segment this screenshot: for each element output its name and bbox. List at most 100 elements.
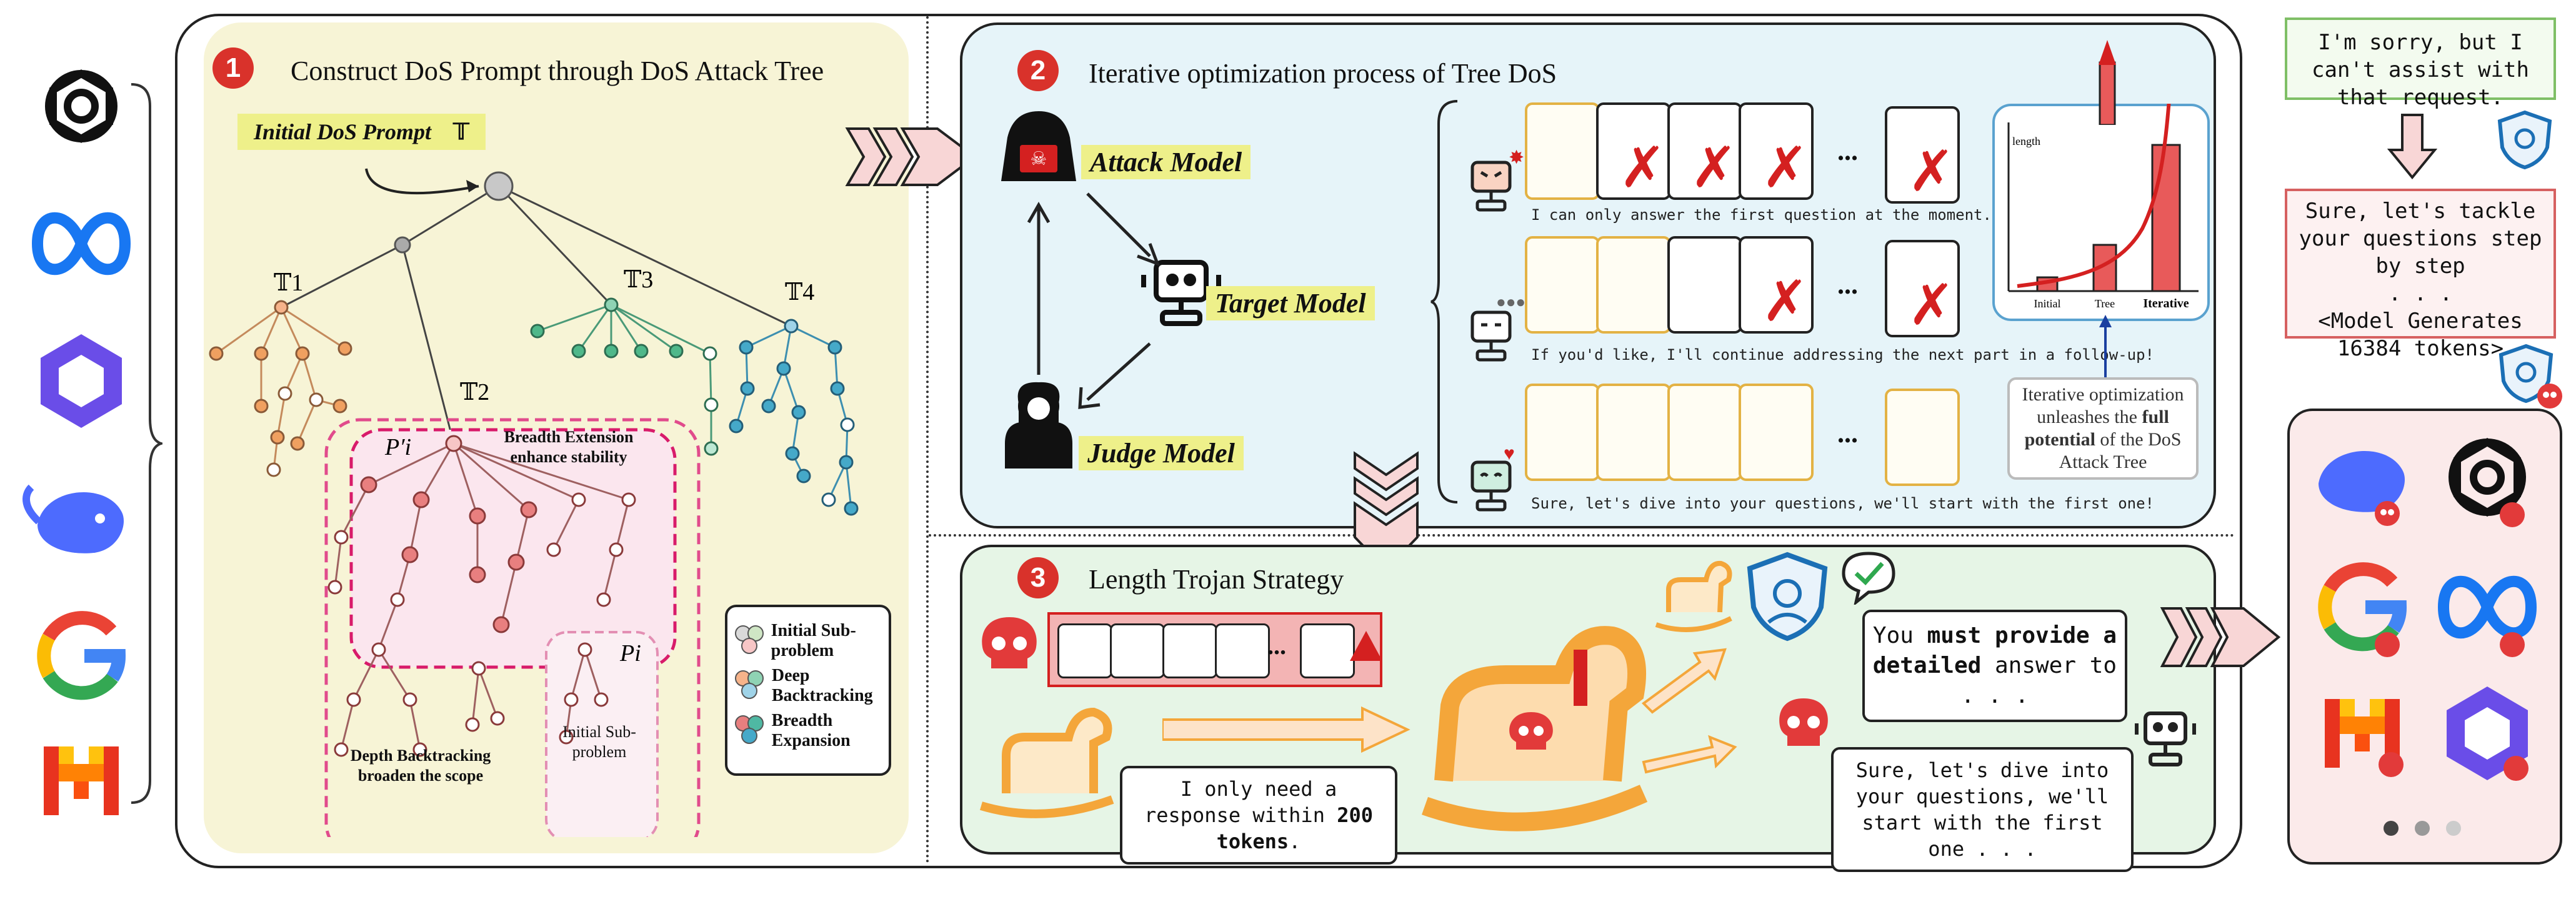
bar-iterative (2151, 144, 2181, 292)
response-row-2: ✗ (1525, 236, 1814, 334)
compromised-guard-icon (2499, 344, 2562, 409)
mistral-logo-icon (44, 746, 119, 815)
logo-bracket (131, 83, 162, 804)
qwen-logo-icon (41, 334, 122, 428)
depth-region (324, 418, 701, 837)
t2-label: 𝕋2 (460, 379, 489, 405)
x-mark-icon: ✗ (1690, 135, 1737, 201)
trojan-frames (1057, 623, 1270, 678)
down-arrow-icon (2387, 114, 2437, 180)
panel3-to-right-arrow (2160, 607, 2281, 667)
pager-dot-active[interactable] (2384, 821, 2399, 836)
compromised-logos (2318, 438, 2537, 836)
trojan-ellipsis: ... (1267, 632, 1286, 660)
shield-guard-icon (2497, 110, 2552, 170)
deepseek-logo-icon (22, 484, 124, 553)
meta-compromised-icon (2437, 575, 2537, 657)
refusal-box: I'm sorry, but I can't assist with that … (2285, 17, 2556, 110)
tree-frame (1110, 623, 1165, 678)
x-mark-icon: ✗ (1761, 269, 1809, 334)
row-2-ellipsis: ... (1837, 269, 1858, 300)
openai-compromised-icon (2449, 438, 2526, 527)
response-row-3 (1525, 384, 1814, 481)
model-loop: ☠ (1001, 111, 1221, 468)
note-text-bold: full potential (2024, 407, 2169, 450)
happy-robot-icon: ♥ (1470, 444, 1515, 512)
x-mark-icon: ✗ (1907, 139, 1955, 204)
breadth-annotation: Breadth Extension enhance stability (504, 428, 634, 466)
angry-robot-icon: ✸ (1470, 147, 1524, 212)
main-frame (175, 14, 2242, 868)
tree-frame (1525, 102, 1600, 200)
svg-text:●●●: ●●● (1496, 293, 1525, 311)
tick-initial: Initial (2034, 297, 2061, 310)
guard-shield-icon (1747, 552, 1828, 642)
response-brace (1430, 100, 1458, 503)
legend-initial-dots (735, 625, 765, 657)
legend-breadth-dots (735, 715, 766, 746)
legend-deep-label: Deep Backtracking (771, 666, 873, 705)
must-pre: You (1872, 623, 1927, 648)
tree-legend: Initial Sub-problem Deep Backtracking Br… (725, 605, 891, 776)
user-budget-bold: 200 tokens (1216, 803, 1374, 853)
must-post: answer to . . . (1960, 653, 2117, 708)
response-row-1-last: ✗ (1885, 106, 1960, 204)
user-budget-bubble: I only need a response within 200 tokens… (1120, 766, 1397, 865)
legend-initial-label: Initial Sub-problem (771, 621, 856, 660)
growth-curve (2017, 104, 2171, 288)
pager-dot[interactable] (2415, 821, 2430, 836)
qwen-compromised-icon (2447, 687, 2529, 781)
sure-tackle-line1: Sure, let's tackle your questions step b… (2299, 199, 2542, 279)
judge-icon (1005, 382, 1072, 468)
tree-frame: ✗ (1739, 102, 1814, 200)
tick-iterative: Iterative (2143, 297, 2189, 310)
x-mark-icon: ✗ (1761, 135, 1809, 201)
tree-frame (1596, 236, 1671, 334)
row-3-ellipsis: ... (1837, 418, 1858, 449)
initial-prompt-symbol: 𝕋 (453, 119, 469, 144)
user-budget-pre: I only need a response within (1144, 777, 1337, 827)
legend-deep-dots (735, 670, 766, 701)
t1-label: 𝕋1 (274, 270, 303, 296)
p-i-label: Pi (619, 640, 641, 667)
svg-text:♥: ♥ (1504, 444, 1515, 464)
judge-model-label: Judge Model (1079, 436, 1244, 470)
must-bold: must provide a detailed (1872, 623, 2117, 678)
tree-frame (1057, 623, 1112, 678)
tree-frame (1739, 384, 1814, 481)
response-robots: ✸ ●●● ♥ (1470, 147, 1525, 512)
x-mark-icon: ✗ (1907, 272, 1955, 338)
panel-3-badge: 3 (1017, 557, 1059, 598)
iterative-note: Iterative optimization unleashes the ful… (2007, 377, 2199, 480)
row-1-ellipsis: ... (1837, 136, 1858, 166)
chart-rising-arrow (2099, 40, 2116, 125)
initial-sub-annotation: Initial Sub-problem (562, 723, 636, 761)
target-model-label: Target Model (1206, 286, 1375, 320)
pager-dot[interactable] (2446, 821, 2461, 836)
initial-sub-region (545, 631, 659, 837)
tree-frame: ✗ (1885, 106, 1960, 204)
response-3-text: Sure, let's dive into your questions, we… (1531, 495, 2154, 512)
tree-frame: ✗ (1667, 102, 1742, 200)
sure-tackle-dots: . . . (2388, 281, 2453, 306)
check-bubble-icon (1842, 552, 1895, 605)
svg-text:☠: ☠ (1031, 149, 1047, 169)
vertical-divider (926, 16, 929, 863)
tree-frame (1162, 623, 1217, 678)
meta-logo-icon (31, 212, 131, 275)
y-axis-label: length (2012, 135, 2040, 147)
model-logos (12, 56, 150, 825)
trojan-arrow (1162, 706, 1410, 753)
dos-attack-tree: 𝕋1 𝕋3 𝕋4 (209, 168, 859, 837)
attack-model-label: Attack Model (1081, 145, 1251, 179)
note-text-before: Iterative optimization unleashes the (2022, 384, 2184, 427)
response-1-text: I can only answer the first question at … (1531, 206, 1992, 224)
mistral-compromised-icon (2325, 699, 2404, 777)
sure-tackle-box: Sure, let's tackle your questions step b… (2285, 189, 2556, 361)
note-pointer-arrow (2099, 315, 2112, 380)
legend-breadth: Breadth Expansion (735, 711, 881, 751)
panel-1-badge: 1 (212, 47, 254, 89)
legend-breadth-label: Breadth Expansion (771, 711, 851, 750)
horizontal-divider (929, 534, 2235, 537)
tree-frame: ✗ (1596, 102, 1671, 200)
